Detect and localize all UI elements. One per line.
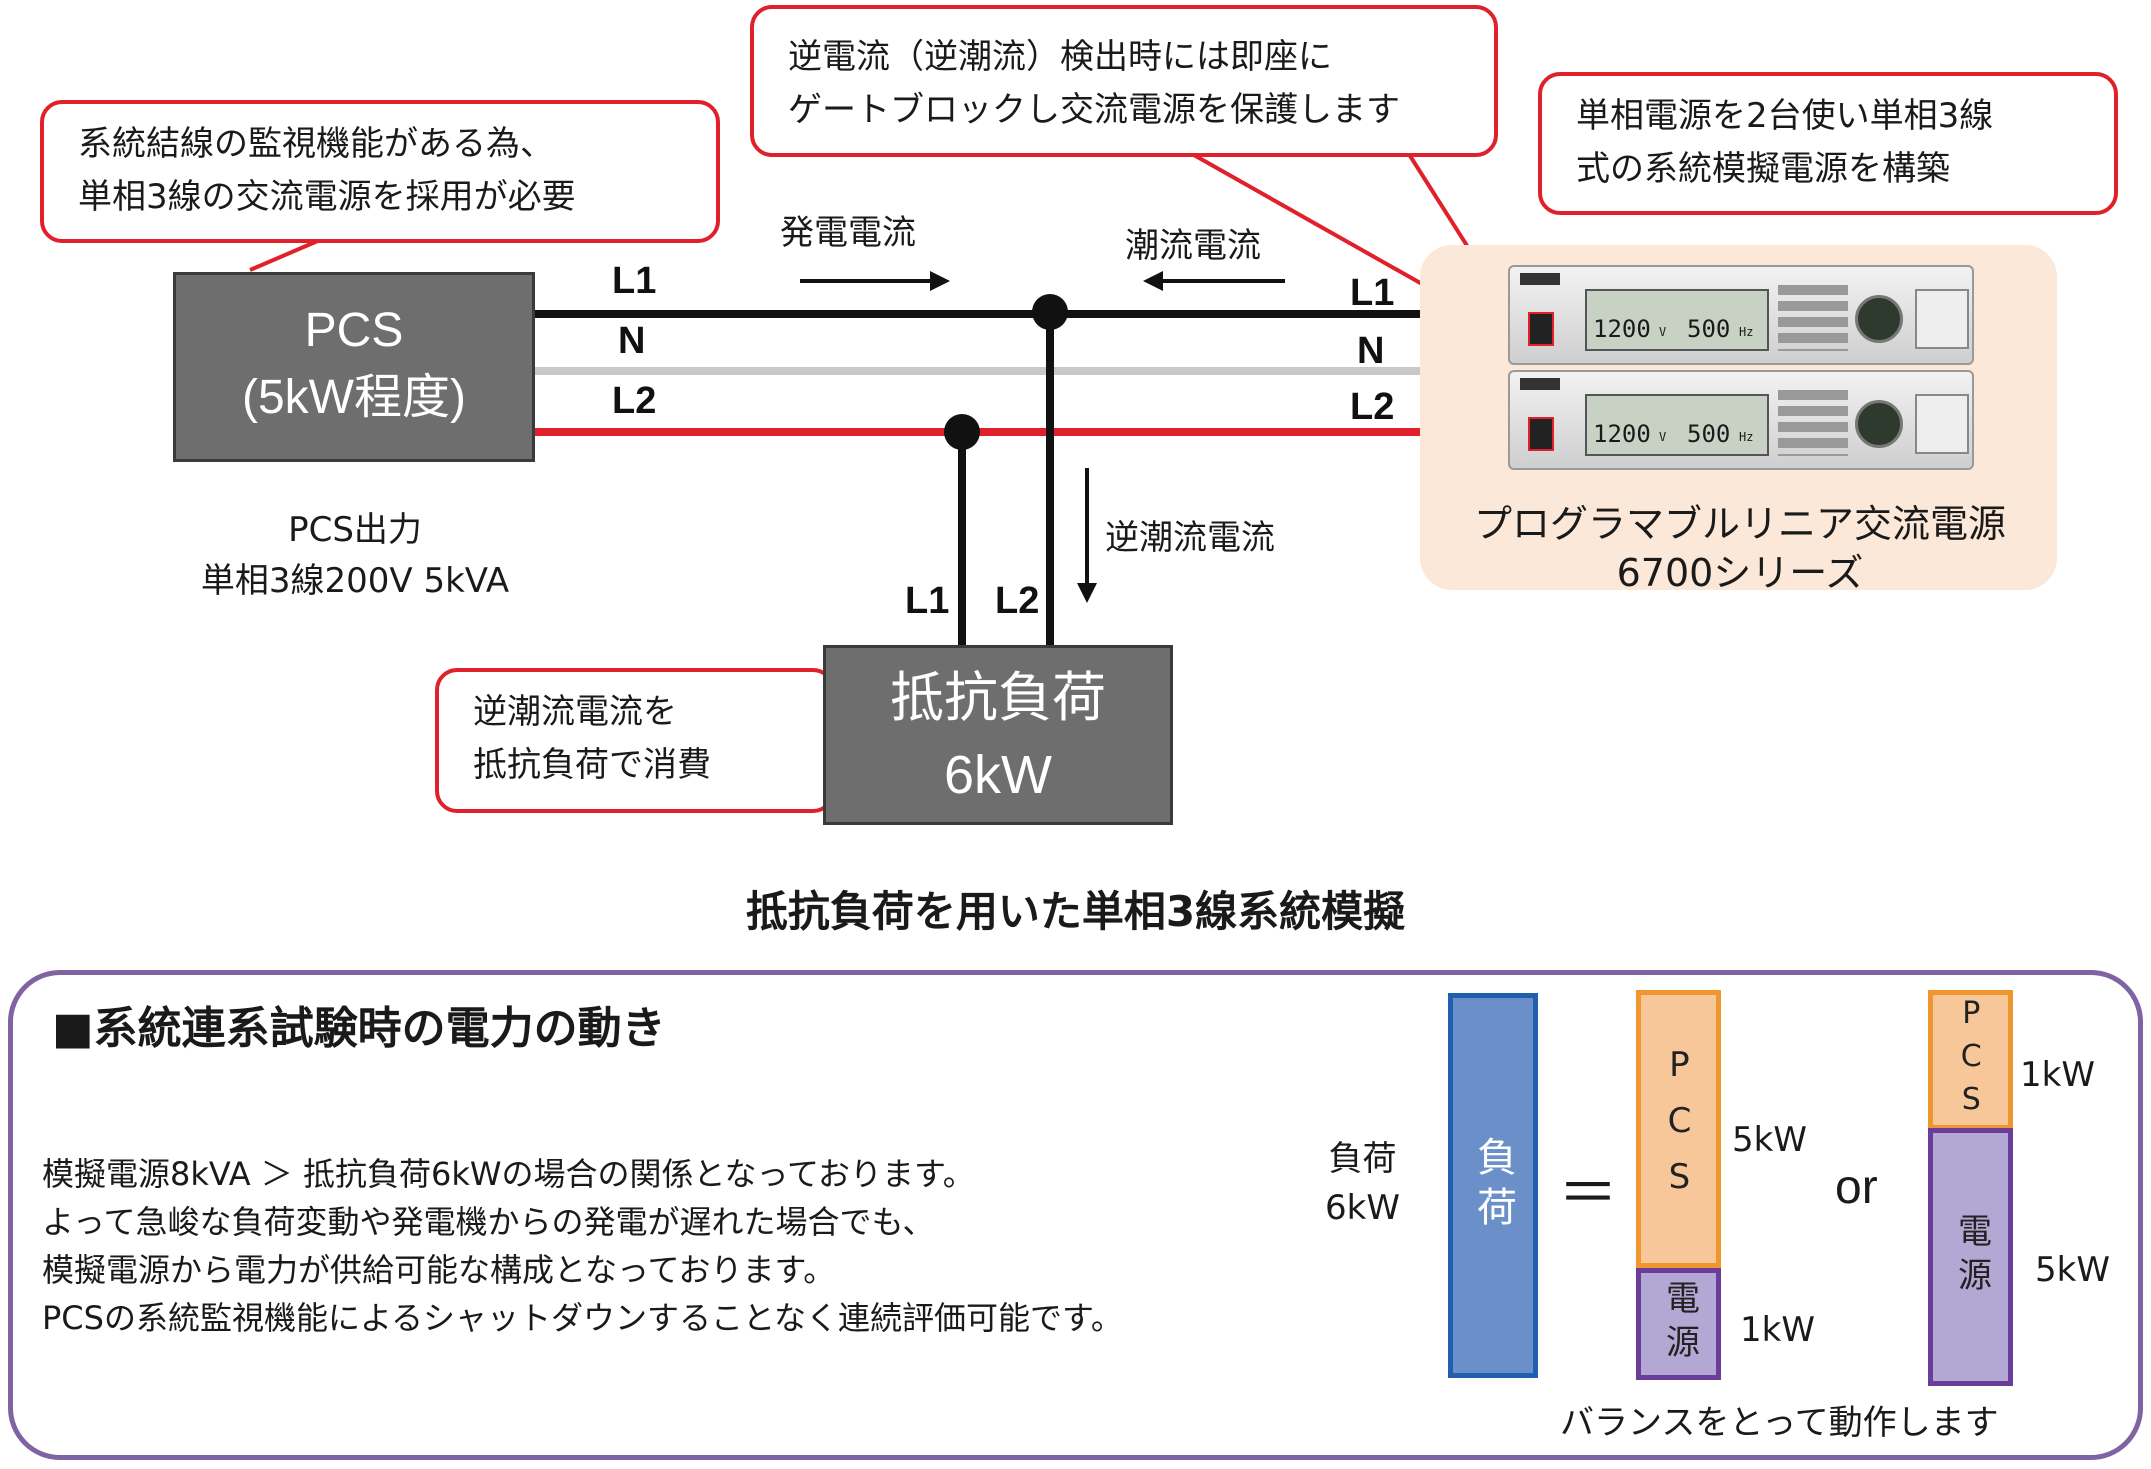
lcd-voltage-unit: V bbox=[1659, 325, 1667, 339]
load-capacity: 6kW bbox=[944, 744, 1052, 805]
callout-line: 抵抗負荷で消費 bbox=[473, 744, 711, 785]
reverse-current-callout: 逆電流（逆潮流）検出時には即座に ゲートブロックし交流電源を保護します bbox=[750, 5, 1498, 157]
case2-source-value: 5kW bbox=[2035, 1250, 2110, 1290]
case1-pcs-value: 5kW bbox=[1732, 1120, 1807, 1160]
panel-body-line: よって急峻な負荷変動や発電機からの発電が遅れた場合でも、 bbox=[42, 1203, 935, 1241]
reverse-arrow bbox=[1077, 468, 1097, 603]
lcd-voltage-unit: V bbox=[1659, 430, 1667, 444]
case2-pcs-bar: PCS bbox=[1928, 990, 2013, 1130]
panel-body-line: 模擬電源から電力が供給可能な構成となっております。 bbox=[42, 1251, 836, 1289]
flow-current-label: 潮流電流 bbox=[1125, 226, 1261, 266]
rotary-knob bbox=[1855, 295, 1903, 343]
panel-body-line: 模擬電源8kVA ＞ 抵抗負荷6kWの場合の関係となっております。 bbox=[42, 1155, 975, 1193]
lcd-frequency-unit: Hz bbox=[1739, 325, 1754, 339]
wire-label-n-right: N bbox=[1357, 330, 1385, 372]
case2-source-bar-label: 電源 bbox=[1951, 1213, 1992, 1301]
device-series: 6700シリーズ bbox=[1616, 551, 1864, 596]
case1-source-bar: 電源 bbox=[1636, 1268, 1721, 1380]
panel-heading: ■系統連系試験時の電力の動き bbox=[52, 1003, 666, 1054]
panel-body-line: PCSの系統監視機能によるシャットダウンすることなく連続評価可能です。 bbox=[42, 1299, 1123, 1337]
pcs-label: PCS bbox=[304, 304, 404, 357]
figure-caption: 抵抗負荷を用いた単相3線系統模擬 bbox=[745, 887, 1406, 936]
callout-line: 単相3線の交流電源を採用が必要 bbox=[78, 176, 576, 217]
load-side-label-line: 6kW bbox=[1325, 1188, 1400, 1229]
pcs-box: PCS (5kW程度) bbox=[173, 272, 535, 462]
device-name: プログラマブルリニア交流電源 bbox=[1473, 502, 2006, 546]
brand-logo bbox=[1520, 378, 1560, 390]
wire-label-n-left: N bbox=[618, 320, 646, 362]
pcs-output-line: 単相3線200V 5kVA bbox=[200, 561, 510, 601]
lcd-display: 1200 V 500 Hz bbox=[1585, 394, 1769, 456]
equals-sign: ＝ bbox=[1558, 1159, 1618, 1229]
pcs-output-text: PCS出力 単相3線200V 5kVA bbox=[190, 505, 520, 607]
callout-line: 逆電流（逆潮流）検出時には即座に bbox=[788, 37, 1332, 77]
load-side-label: 負荷 6kW bbox=[1325, 1135, 1400, 1234]
lcd-frequency: 500 bbox=[1687, 420, 1731, 448]
device-caption: プログラマブルリニア交流電源 6700シリーズ bbox=[1430, 500, 2050, 599]
callout-line: 逆潮流電流を bbox=[473, 692, 677, 732]
case2-source-bar: 電源 bbox=[1928, 1128, 2013, 1386]
case1-pcs-bar-label: PCS bbox=[1659, 1045, 1700, 1213]
lcd-frequency-unit: Hz bbox=[1739, 430, 1754, 444]
single-phase-callout: 単相電源を2台使い単相3線 式の系統模擬電源を構築 bbox=[1538, 72, 2118, 215]
power-source-unit-2: 1200 V 500 Hz bbox=[1508, 370, 1974, 470]
wire-label-l2-right: L2 bbox=[1350, 386, 1395, 428]
lcd-voltage: 1200 bbox=[1593, 315, 1651, 343]
callout-line: 系統結線の監視機能がある為、 bbox=[78, 124, 554, 164]
flow-arrow bbox=[1143, 271, 1285, 291]
balance-footer: バランスをとって動作します bbox=[1560, 1403, 1999, 1443]
wire-label-l1-left: L1 bbox=[612, 260, 657, 302]
power-switch-icon bbox=[1528, 312, 1554, 346]
lcd-frequency: 500 bbox=[1687, 315, 1731, 343]
power-switch-icon bbox=[1528, 417, 1554, 451]
ac-outlet-icon bbox=[1915, 289, 1969, 349]
lcd-voltage: 1200 bbox=[1593, 420, 1651, 448]
resistive-load-box: 抵抗負荷 6kW bbox=[823, 645, 1173, 825]
lcd-display: 1200 V 500 Hz bbox=[1585, 289, 1769, 351]
junction-l2 bbox=[944, 414, 980, 450]
callout-line: ゲートブロックし交流電源を保護します bbox=[788, 89, 1400, 130]
wire-label-l1-load: L1 bbox=[905, 580, 950, 622]
load-side-label-line: 負荷 bbox=[1328, 1139, 1397, 1179]
pcs-output-line: PCS出力 bbox=[288, 510, 422, 550]
pcs-monitor-callout: 系統結線の監視機能がある為、 単相3線の交流電源を採用が必要 bbox=[40, 100, 720, 243]
wire-label-l2-load: L2 bbox=[995, 580, 1040, 622]
pcs-capacity: (5kW程度) bbox=[242, 371, 466, 425]
callout-line: 式の系統模擬電源を構築 bbox=[1576, 148, 1950, 189]
generation-arrow bbox=[800, 271, 950, 291]
brand-logo bbox=[1520, 273, 1560, 285]
reverse-current-label: 逆潮流電流 bbox=[1105, 518, 1275, 558]
panel-body: 模擬電源8kVA ＞ 抵抗負荷6kWの場合の関係となっております。 よって急峻な… bbox=[42, 1150, 1123, 1342]
pcs-callout-pointer bbox=[249, 238, 321, 272]
case2-pcs-value: 1kW bbox=[2020, 1055, 2095, 1095]
case1-source-bar-label: 電源 bbox=[1659, 1280, 1700, 1368]
rotary-knob bbox=[1855, 400, 1903, 448]
callout-line: 単相電源を2台使い単相3線 bbox=[1576, 96, 1994, 136]
junction-l1 bbox=[1032, 294, 1068, 330]
ac-outlet-icon bbox=[1915, 394, 1969, 454]
keypad-buttons bbox=[1778, 285, 1848, 351]
power-source-unit-1: 1200 V 500 Hz bbox=[1508, 265, 1974, 365]
wire-label-l1-right: L1 bbox=[1350, 272, 1395, 314]
generation-current-label: 発電電流 bbox=[780, 213, 916, 253]
load-bar-label: 負荷 bbox=[1470, 1135, 1516, 1236]
keypad-buttons bbox=[1778, 390, 1848, 456]
wire-label-l2-left: L2 bbox=[612, 380, 657, 422]
load-label: 抵抗負荷 bbox=[890, 666, 1106, 729]
case1-pcs-bar: PCS bbox=[1636, 990, 1721, 1268]
case1-source-value: 1kW bbox=[1740, 1310, 1815, 1350]
load-consume-callout: 逆潮流電流を 抵抗負荷で消費 bbox=[435, 668, 835, 813]
case2-pcs-bar-label: PCS bbox=[1953, 995, 1989, 1125]
load-bar: 負荷 bbox=[1448, 993, 1538, 1378]
or-text: or bbox=[1835, 1161, 1878, 1214]
power-flow-panel bbox=[8, 970, 2143, 1460]
